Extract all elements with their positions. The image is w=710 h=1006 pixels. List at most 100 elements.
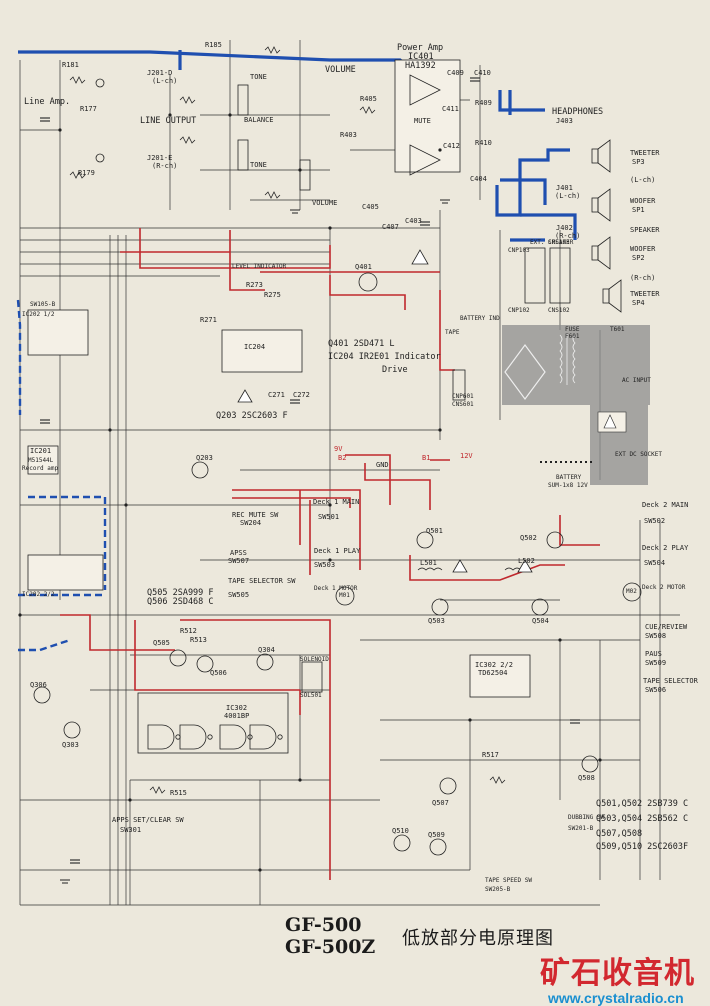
capacitor-label-5: C409 xyxy=(447,69,464,77)
ic302-2-label: IC302 2/2 xyxy=(475,661,513,669)
resistor-label-1: R181 xyxy=(62,61,79,69)
j402-label: J402 xyxy=(556,224,573,232)
v12-label: 12V xyxy=(460,452,473,460)
q509-label: Q509 xyxy=(428,831,445,839)
q203-label: Q203 2SC2603 F xyxy=(216,411,288,421)
speaker-2-name: WOOFER xyxy=(630,197,656,205)
resistor-label-11: R275 xyxy=(264,291,281,299)
speaker-4-name: TWEETER xyxy=(630,290,660,298)
power-supply-block xyxy=(502,325,650,485)
q306-label: Q306 xyxy=(30,681,47,689)
cns102-label: CNS102 xyxy=(548,307,570,314)
q501-label: Q501 xyxy=(426,527,443,535)
deck2-main-label: Deck 2 MAIN xyxy=(642,501,689,509)
m01-label: M01 xyxy=(339,592,350,599)
balance-label: BALANCE xyxy=(244,116,274,124)
v9-label: 9V xyxy=(334,445,343,453)
deck2-play-ref-label: SW504 xyxy=(644,559,666,567)
capacitor-label-1: C403 xyxy=(405,217,422,225)
solenoid-label: SOLENOID xyxy=(300,656,329,663)
resistor-label-7: R409 xyxy=(475,99,492,107)
capacitor-label-9: C271 xyxy=(268,391,285,399)
blue-dashed-boundary xyxy=(16,299,107,652)
components xyxy=(27,46,642,884)
resistor-label-13: R513 xyxy=(190,636,207,644)
paus-label: PAUS xyxy=(645,650,662,658)
j201e-ch-label: (R-ch) xyxy=(152,162,178,170)
transistor-list-4: Q509,Q510 2SC2603F xyxy=(596,842,689,852)
speaker-4-ref: SP4 xyxy=(632,299,645,307)
m02-label: M02 xyxy=(626,588,637,595)
deck2-play-label: Deck 2 PLAY xyxy=(642,544,689,552)
q502-label: Q502 xyxy=(520,534,537,542)
q508-label: Q508 xyxy=(578,774,595,782)
resistor-label-6: R405 xyxy=(360,95,377,103)
speaker-1-name: TWEETER xyxy=(630,149,660,157)
power-amp-ic-label: IC401 xyxy=(408,52,434,62)
headphones-jack-label: J403 xyxy=(556,117,573,125)
resistor-label-10: R273 xyxy=(246,281,263,289)
deck2-motor-label: Deck 2 MOTOR xyxy=(642,584,686,591)
solenoid-ref-label: SOL501 xyxy=(300,692,322,699)
tape-selector-right-ref-label: SW506 xyxy=(645,686,667,694)
cnp102-label: CNP102 xyxy=(508,307,530,314)
tone-label: TONE xyxy=(250,73,267,81)
transistor-list-2: Q503,Q504 2SB562 C xyxy=(596,814,689,824)
record-amp-label: Record amp xyxy=(22,465,59,472)
deck1-play-label: Deck 1 PLAY xyxy=(314,547,361,555)
ic204-label: IC204 xyxy=(244,343,266,351)
resistor-label-9: R271 xyxy=(200,316,217,324)
speaker-1-ch: (L-ch) xyxy=(630,176,656,184)
b2-label: B2 xyxy=(338,454,347,462)
volume-label-bottom: VOLUME xyxy=(312,199,338,207)
l501-label: L501 xyxy=(420,559,437,567)
q304-label: Q304 xyxy=(258,646,275,654)
ext-dc-socket-label: EXT DC SOCKET xyxy=(615,451,662,458)
rec-mute-sw-label: REC MUTE SW xyxy=(232,511,279,519)
tape-speed-ref-label: SW205-B xyxy=(485,886,511,893)
speaker-label: SPEAKER xyxy=(630,226,660,234)
fuse-label: FUSE xyxy=(565,326,580,333)
battery-ind-label: BATTERY IND xyxy=(460,315,500,322)
tape-selector-right-label: TAPE SELECTOR xyxy=(643,677,698,685)
j201d-label: J201-D xyxy=(147,69,173,77)
mute-label: MUTE xyxy=(414,117,431,125)
tape-speed-sw-label: TAPE SPEED SW xyxy=(485,877,532,884)
model-line-1: GF-500 xyxy=(285,914,362,936)
indicator-drive-line3: Drive xyxy=(382,365,408,375)
capacitor-label-7: C411 xyxy=(442,105,459,113)
tape-selector-sw-label: TAPE SELECTOR SW xyxy=(228,577,296,585)
tape-selector-ref-label: SW505 xyxy=(228,591,250,599)
paus-ref-label: SW509 xyxy=(645,659,667,667)
model-line-2: GF-500Z xyxy=(285,936,376,958)
diagram-title-cn: 低放部分电原理图 xyxy=(402,928,554,949)
model-title: GF-500 GF-500Z xyxy=(285,914,375,958)
dubbing-sw-label: DUBBING SW xyxy=(568,814,605,821)
power-amp-label: Power Amp xyxy=(397,43,444,53)
resistor-label-8: R410 xyxy=(475,139,492,147)
j201d-ch-label: (L-ch) xyxy=(152,77,178,85)
ic201-part-label: M51544L xyxy=(28,457,54,464)
resistor-label-4: R179 xyxy=(78,169,95,177)
capacitor-label-6: C410 xyxy=(474,69,491,77)
battery-spec-label: SUM-1x8 12V xyxy=(548,482,588,489)
q505-q506-line1: Q505 2SA999 F xyxy=(147,588,214,598)
headphones-label: HEADPHONES xyxy=(552,107,604,117)
apps-set-clear-ref-label: SW301 xyxy=(120,826,142,834)
ac-input-label: AC INPUT xyxy=(622,377,651,384)
watermark-site-name: 矿石收音机 xyxy=(540,956,695,991)
gnd-label: GND xyxy=(376,461,389,469)
sw105b-label: SW105-B xyxy=(30,301,56,308)
indicator-drive-line2: IC204 IR2E01 Indicator xyxy=(328,352,441,362)
apss-ref-label: SW507 xyxy=(228,557,250,565)
speaker-1-ref: SP3 xyxy=(632,158,645,166)
watermark-url: www.crystalradio.cn xyxy=(548,990,684,1006)
j401-ch-label: (L-ch) xyxy=(555,192,581,200)
line-amp-label: Line Amp. xyxy=(24,97,71,107)
speaker-3-ref: SP2 xyxy=(632,254,645,262)
cnp103-label: CNP103 xyxy=(508,247,530,254)
red-traces xyxy=(60,228,600,880)
ic202-2-label: IC202 2/2 xyxy=(22,591,55,598)
q506-label: Q506 xyxy=(210,669,227,677)
